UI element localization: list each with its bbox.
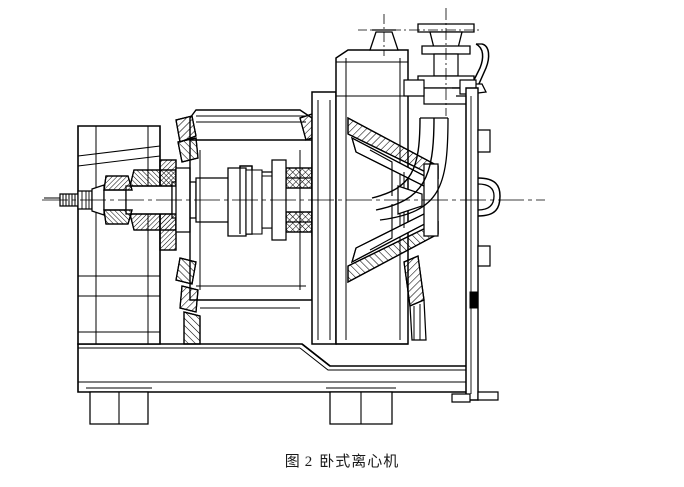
frame-gusset-lower-left bbox=[175, 257, 201, 345]
base-foot-right bbox=[326, 387, 396, 425]
figure-caption-label: 图 bbox=[284, 452, 301, 470]
curved-feed-pipe bbox=[371, 117, 449, 221]
machine-base-plate bbox=[77, 343, 471, 393]
right-end-cover-plate bbox=[451, 87, 499, 403]
cover-latch-upper[interactable] bbox=[477, 129, 491, 153]
small-top-nozzle bbox=[358, 14, 410, 56]
right-casing-block bbox=[335, 49, 409, 345]
bowl-support-wall bbox=[311, 91, 337, 345]
left-bearing-assembly bbox=[103, 167, 191, 233]
cover-latch-handle[interactable] bbox=[477, 177, 501, 217]
figure-caption-number: 2 bbox=[304, 454, 314, 470]
frame-gusset-upper-left bbox=[175, 115, 199, 163]
cover-latch-lower[interactable] bbox=[477, 245, 491, 267]
figure-caption-title: 卧式离心机 bbox=[319, 452, 400, 470]
conical-centrifuge-bowl bbox=[347, 116, 439, 341]
base-foot-left bbox=[86, 387, 152, 425]
motor-housing bbox=[77, 125, 161, 345]
top-inlet-flange bbox=[410, 8, 482, 116]
section-detail-lines bbox=[160, 95, 408, 345]
cover-latch-bottom bbox=[469, 291, 479, 309]
